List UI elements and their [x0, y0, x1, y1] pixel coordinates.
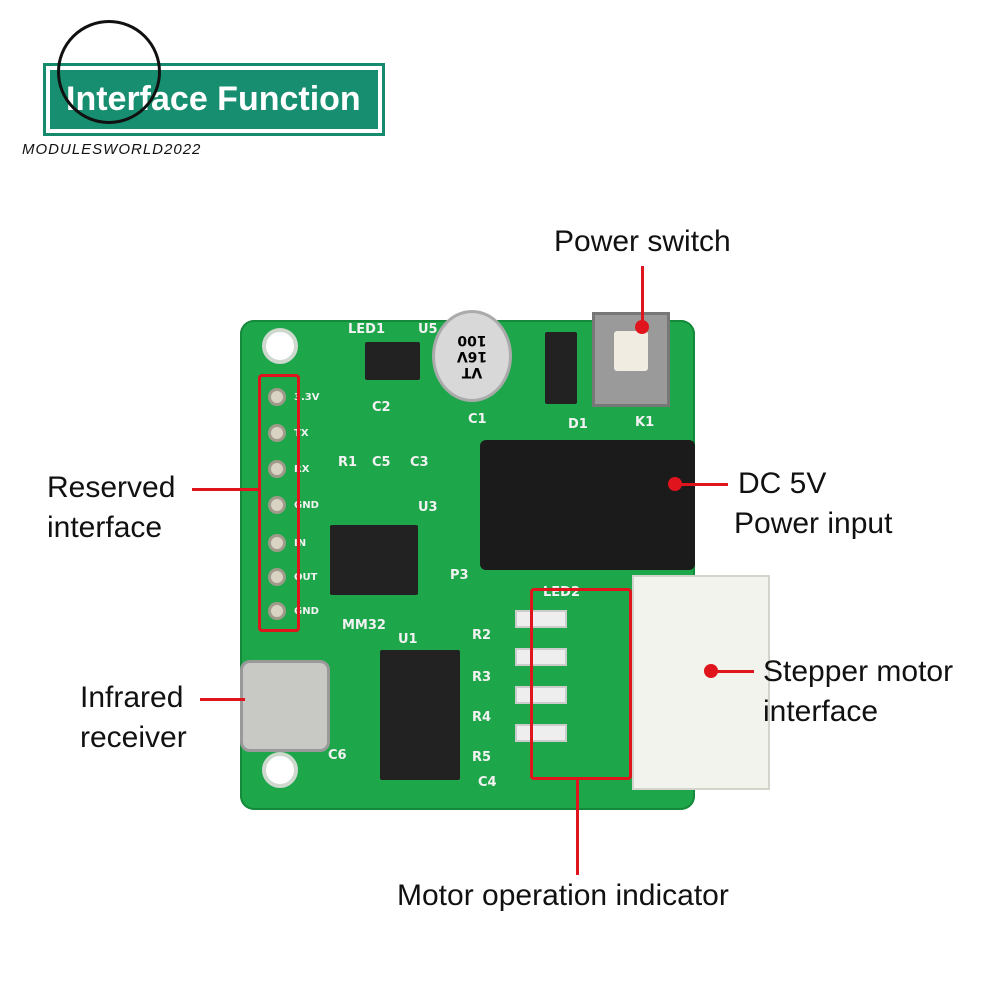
callout-dot	[635, 320, 649, 334]
label-line: Infrared	[80, 681, 184, 714]
reserved-interface-label: Reserved interface	[47, 468, 175, 548]
pin	[268, 496, 286, 514]
regulator-chip	[365, 342, 420, 380]
cap-text: 16V	[456, 348, 488, 364]
diode	[545, 332, 577, 404]
infrared-receiver	[240, 660, 330, 752]
silk-r2: R2	[472, 628, 492, 643]
callout-line	[678, 483, 728, 486]
silk-u5: U5	[418, 322, 438, 337]
pin-label: IN	[294, 537, 307, 549]
brand-text: MODULESWORLD2022	[22, 141, 202, 158]
silk-led1: LED1	[348, 322, 386, 337]
reserved-pins-top: 3.3V TX RX GND	[268, 388, 319, 514]
pin	[268, 424, 286, 442]
reserved-pins-bottom: IN OUT GND	[268, 534, 319, 620]
dc-power-label: DC 5V Power input	[734, 464, 892, 544]
electrolytic-capacitor: VT 16V 100	[432, 310, 512, 402]
reserved-interface-highlight	[258, 374, 300, 632]
mount-hole	[262, 328, 298, 364]
mcu-chip	[330, 525, 418, 595]
callout-line	[714, 670, 754, 673]
silk-k1: K1	[635, 415, 655, 430]
circuit-tree-logo-icon	[57, 20, 161, 124]
label-line: interface	[763, 695, 879, 728]
silk-u1: U1	[398, 632, 418, 647]
label-line: Power input	[734, 507, 893, 540]
cap-text: 100	[457, 332, 487, 348]
callout-line	[641, 266, 644, 326]
pin	[268, 460, 286, 478]
switch-knob[interactable]	[614, 331, 648, 371]
silk-c5: C5	[372, 455, 391, 470]
silk-c2: C2	[372, 400, 391, 415]
indicator-highlight	[530, 588, 632, 780]
pin-label: OUT	[294, 571, 318, 583]
indicator-leds	[515, 610, 567, 742]
power-switch-label: Power switch	[554, 225, 731, 258]
silk-r4: R4	[472, 710, 492, 725]
callout-line	[200, 698, 245, 701]
driver-chip	[380, 650, 460, 780]
silk-d1: D1	[568, 417, 588, 432]
pin	[268, 388, 286, 406]
led	[515, 686, 567, 704]
label-line: Stepper motor	[763, 655, 954, 688]
label-line: DC 5V	[738, 467, 827, 500]
callout-line	[192, 488, 258, 491]
mount-hole	[262, 752, 298, 788]
led	[515, 724, 567, 742]
silk-c1: C1	[468, 412, 487, 427]
label-line: receiver	[80, 721, 187, 754]
callout-line	[576, 780, 579, 875]
dc-power-jack	[480, 440, 695, 570]
stepper-motor-label: Stepper motor interface	[763, 652, 953, 732]
silk-c4: C4	[478, 775, 497, 790]
label-line: Reserved	[47, 471, 176, 504]
pin	[268, 534, 286, 552]
led	[515, 610, 567, 628]
callout-dot	[668, 477, 682, 491]
silk-c6: C6	[328, 748, 347, 763]
silk-p3: P3	[450, 568, 469, 583]
silk-r3: R3	[472, 670, 492, 685]
infrared-label: Infrared receiver	[80, 678, 187, 758]
pin-label: GND	[294, 605, 319, 617]
silk-c3: C3	[410, 455, 429, 470]
pin	[268, 568, 286, 586]
silk-mm32: MM32	[342, 618, 386, 633]
pin-label: TX	[294, 427, 309, 439]
led	[515, 648, 567, 666]
callout-dot	[704, 664, 718, 678]
pin-label: GND	[294, 499, 319, 511]
power-switch[interactable]	[592, 312, 670, 407]
silk-r5: R5	[472, 750, 492, 765]
silk-r1: R1	[338, 455, 358, 470]
pin-label: RX	[294, 463, 310, 475]
silk-u3: U3	[418, 500, 438, 515]
motor-indicator-label: Motor operation indicator	[397, 879, 729, 912]
pin	[268, 602, 286, 620]
cap-text: VT	[461, 364, 483, 380]
label-line: interface	[47, 511, 163, 544]
pin-label: 3.3V	[294, 391, 320, 403]
stepper-motor-connector	[632, 575, 770, 790]
